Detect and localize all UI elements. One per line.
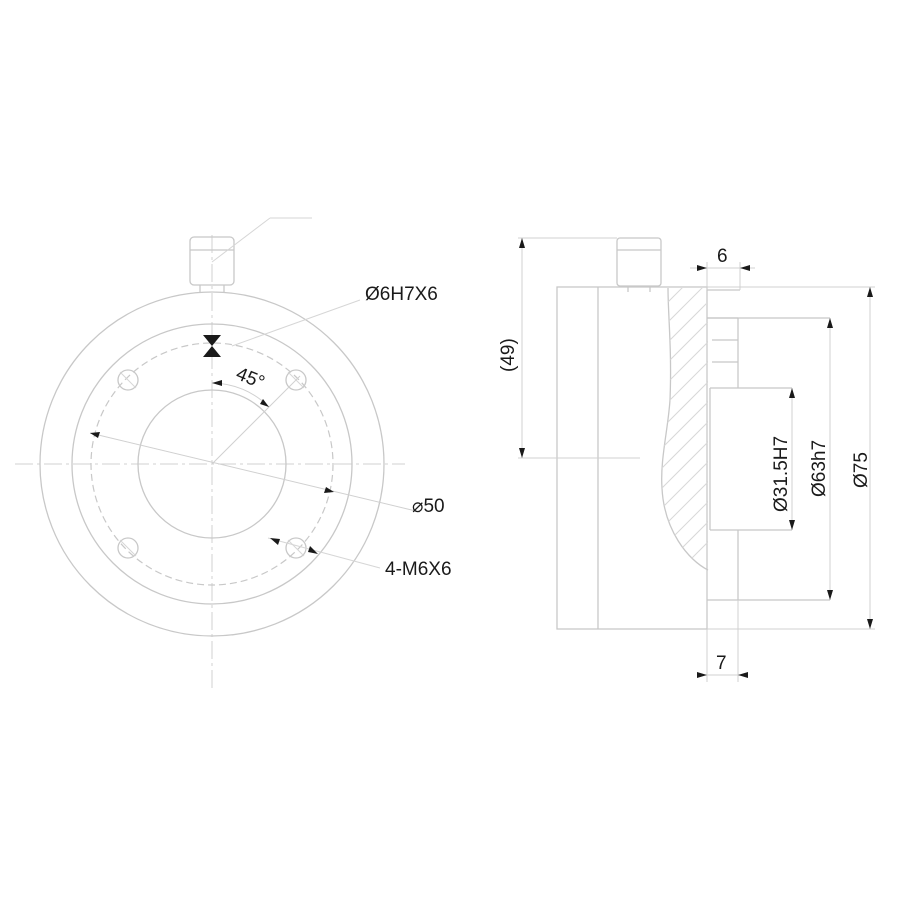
locating-pin — [189, 236, 235, 292]
side-pin — [616, 237, 662, 292]
outer-dia-label: Ø75 — [851, 452, 872, 488]
pin-leader — [211, 217, 271, 263]
bolt-circle-label: ⌀50 — [412, 496, 445, 517]
tapped-hole — [285, 537, 307, 559]
bolt-circle — [90, 342, 334, 586]
outer-flange-circle — [39, 291, 385, 637]
front-view: Ø6H7X6 45° ⌀50 4-M6X6 — [15, 217, 452, 688]
tapped-hole — [117, 369, 139, 391]
pilot-circle — [71, 323, 353, 605]
tapped-hole — [117, 537, 139, 559]
pin-hole-marker — [203, 299, 361, 357]
bore-circle — [137, 389, 287, 539]
bore-dia-label: Ø31.5H7 — [771, 436, 792, 512]
tapped-holes-label: 4-M6X6 — [385, 559, 452, 580]
section-profile — [661, 287, 709, 571]
section-hatching — [661, 288, 708, 570]
pilot-dia-label: Ø63h7 — [809, 440, 830, 497]
angle-label: 45° — [233, 363, 268, 393]
bottom-width-label: 7 — [716, 653, 727, 674]
angle-ray — [211, 375, 301, 465]
top-width-label: 6 — [717, 246, 728, 267]
bolt-circle-dimension — [89, 432, 421, 513]
pilot-step — [707, 289, 830, 601]
tapped-holes-leader — [267, 537, 381, 569]
height-label: (49) — [498, 338, 519, 372]
side-view: (49) 6 7 Ø31.5H7 Ø63h7 Ø75 — [498, 237, 875, 682]
pin-hole-label: Ø6H7X6 — [365, 284, 438, 305]
